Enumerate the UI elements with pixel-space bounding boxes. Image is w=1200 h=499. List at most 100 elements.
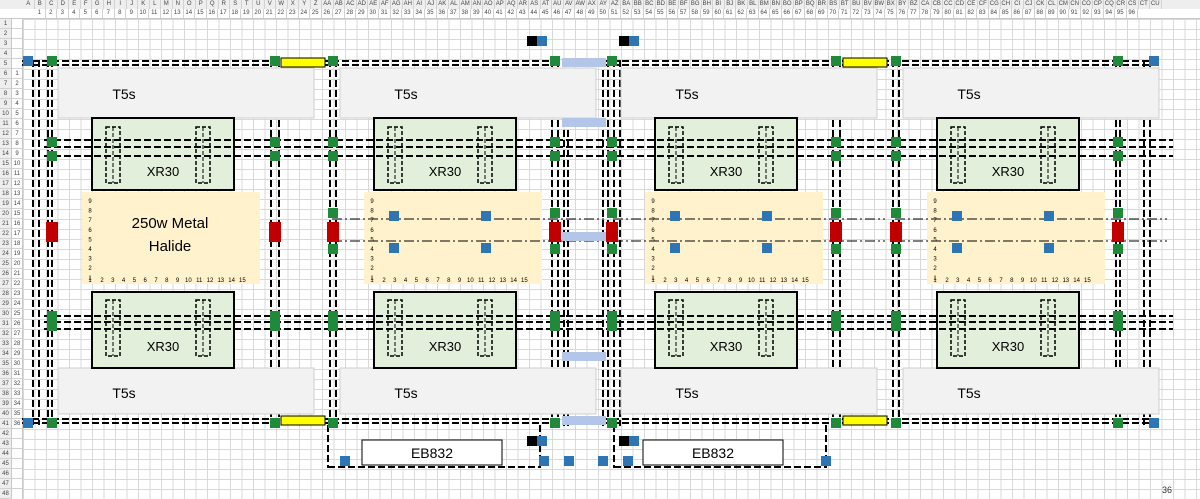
row-header-cell[interactable]: 44 (0, 449, 11, 459)
row-header-cell[interactable]: 38 (0, 389, 11, 399)
column-header-cell[interactable]: AS (529, 0, 541, 9)
column-header-cell[interactable]: AZ (610, 0, 621, 9)
column-header-cell[interactable]: AP (495, 0, 506, 9)
column-header-cell[interactable]: CT (1139, 0, 1150, 9)
column-header-cell[interactable]: CG (989, 0, 1001, 9)
column-header-cell[interactable]: AB (334, 0, 345, 9)
column-header-cell[interactable]: AV (564, 0, 575, 9)
row-header-cell[interactable]: 4 (0, 49, 11, 59)
column-header-cell[interactable]: CI (1012, 0, 1024, 9)
column-header-cell[interactable]: BA (621, 0, 633, 9)
column-header-cell[interactable]: AL (449, 0, 460, 9)
column-header-cell[interactable]: AC (345, 0, 357, 9)
column-header-cell[interactable]: BZ (909, 0, 920, 9)
row-header-cell[interactable]: 39 (0, 399, 11, 409)
column-header-cell[interactable]: CA (920, 0, 932, 9)
column-header-cell[interactable]: AG (391, 0, 403, 9)
column-header-cell[interactable]: AE (368, 0, 380, 9)
column-header-cell[interactable]: G (92, 0, 104, 9)
row-header-cell[interactable]: 2 (0, 29, 11, 39)
row-header-cell[interactable]: 22 (0, 229, 11, 239)
column-header-cell[interactable]: B (35, 0, 46, 9)
column-header-cell[interactable]: CD (955, 0, 966, 9)
row-header-cell[interactable]: 29 (0, 299, 11, 309)
column-header-cell[interactable]: BG (690, 0, 702, 9)
column-header-cell[interactable]: O (184, 0, 196, 9)
column-header-cell[interactable]: BX (886, 0, 897, 9)
row-header-cell[interactable]: 10 (0, 109, 11, 119)
row-header-cell[interactable]: 23 (0, 239, 11, 249)
column-header-cell[interactable]: CL (1047, 0, 1058, 9)
column-header-cell[interactable]: AN (472, 0, 483, 9)
row-header-cell[interactable]: 37 (0, 379, 11, 389)
column-header-cell[interactable]: BH (702, 0, 713, 9)
column-header-cell[interactable]: AJ (426, 0, 437, 9)
column-header-cell[interactable]: BN (771, 0, 782, 9)
column-header-cell[interactable]: CQ (1104, 0, 1116, 9)
column-header-cell[interactable]: AK (437, 0, 449, 9)
column-header-cell[interactable]: P (196, 0, 207, 9)
row-header-cell[interactable]: 5 (0, 59, 11, 69)
column-header-cell[interactable]: F (81, 0, 92, 9)
row-header-cell[interactable]: 3 (0, 39, 11, 49)
row-header-cell[interactable]: 27 (0, 279, 11, 289)
row-header-cell[interactable]: 15 (0, 159, 11, 169)
column-header-cell[interactable]: AM (460, 0, 472, 9)
row-header-cell[interactable]: 41 (0, 419, 11, 429)
column-header-cell[interactable]: BW (874, 0, 886, 9)
column-header-cell[interactable]: AI (414, 0, 426, 9)
column-header-cell[interactable]: CF (978, 0, 989, 9)
column-header-cell[interactable]: BV (863, 0, 874, 9)
column-header-cell[interactable]: M (161, 0, 173, 9)
column-header-cell[interactable]: CU (1150, 0, 1162, 9)
column-header-cell[interactable]: S (230, 0, 242, 9)
column-header-cell[interactable]: BU (851, 0, 863, 9)
column-header-cell[interactable]: CP (1093, 0, 1104, 9)
column-header-cell[interactable]: BT (840, 0, 851, 9)
row-header-cell[interactable]: 33 (0, 339, 11, 349)
column-header-cell[interactable]: BP (794, 0, 805, 9)
row-header-cell[interactable]: 26 (0, 269, 11, 279)
column-header-cell[interactable]: CK (1035, 0, 1047, 9)
column-header-cell[interactable]: BF (679, 0, 690, 9)
row-header-cell[interactable]: 18 (0, 189, 11, 199)
column-header-cell[interactable]: BY (897, 0, 909, 9)
column-header-cell[interactable]: Q (207, 0, 219, 9)
column-header-cell[interactable]: BK (736, 0, 748, 9)
row-header-cell[interactable]: 9 (0, 99, 11, 109)
column-header-cell[interactable]: CO (1081, 0, 1093, 9)
row-header-cell[interactable]: 36 (0, 369, 11, 379)
column-header-cell[interactable]: X (288, 0, 299, 9)
row-header-cell[interactable]: 31 (0, 319, 11, 329)
row-header-cell[interactable]: 21 (0, 219, 11, 229)
row-header-cell[interactable]: 7 (0, 79, 11, 89)
row-header-cell[interactable]: 11 (0, 119, 11, 129)
column-header-cell[interactable]: AW (575, 0, 587, 9)
column-header-cell[interactable]: N (173, 0, 184, 9)
column-header-cell[interactable]: T (242, 0, 253, 9)
row-header-cell[interactable]: 30 (0, 309, 11, 319)
column-header-cell[interactable]: U (253, 0, 265, 9)
column-header-cell[interactable]: CH (1001, 0, 1012, 9)
column-header-cell[interactable]: K (138, 0, 150, 9)
column-header-cell[interactable]: AU (552, 0, 564, 9)
column-header-cell[interactable]: H (104, 0, 115, 9)
row-header-cell[interactable]: 17 (0, 179, 11, 189)
row-header-cell[interactable]: 25 (0, 259, 11, 269)
row-header-cell[interactable]: 35 (0, 359, 11, 369)
row-header-cell[interactable]: 42 (0, 429, 11, 439)
column-header-cell[interactable]: BO (782, 0, 794, 9)
column-header-cell[interactable]: BQ (805, 0, 817, 9)
row-header-cell[interactable]: 16 (0, 169, 11, 179)
column-header-cell[interactable]: BC (644, 0, 656, 9)
column-header-cell[interactable]: AX (587, 0, 598, 9)
column-header-cell[interactable]: AA (322, 0, 334, 9)
column-header-cell[interactable]: BD (656, 0, 667, 9)
row-header-cell[interactable]: 20 (0, 209, 11, 219)
column-header-cell[interactable]: Z (311, 0, 322, 9)
column-header-cell[interactable]: W (276, 0, 288, 9)
row-header-cell[interactable]: 14 (0, 149, 11, 159)
row-header-cell[interactable]: 1 (0, 19, 11, 29)
column-header-cell[interactable]: AR (518, 0, 529, 9)
column-header-cell[interactable]: I (115, 0, 127, 9)
